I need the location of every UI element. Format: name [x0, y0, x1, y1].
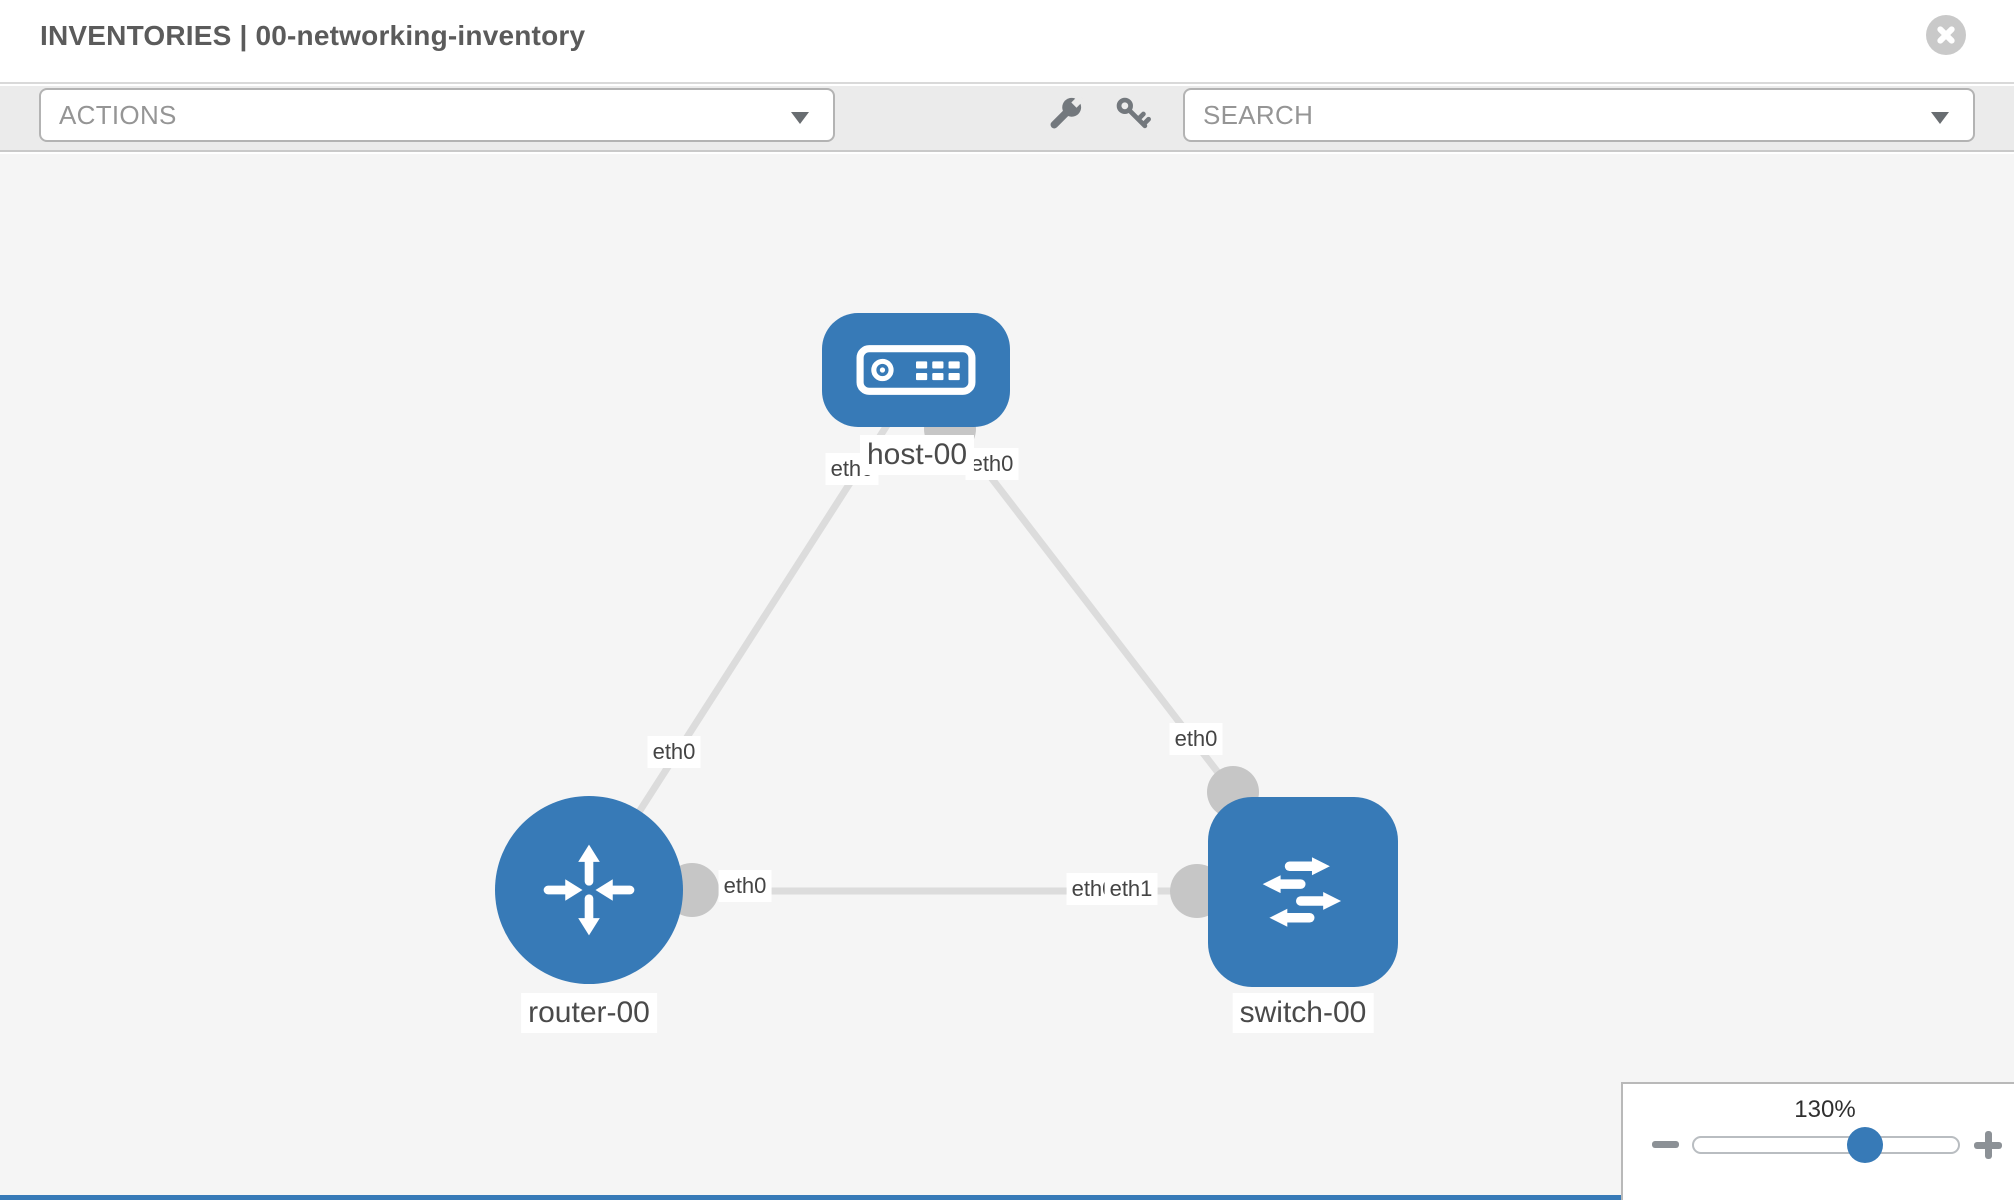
search-dropdown-label: SEARCH	[1203, 99, 1314, 130]
node-label-switch-00: switch-00	[1232, 993, 1374, 1033]
iface-label: eth0	[718, 870, 772, 902]
node-host-00[interactable]	[822, 313, 1010, 427]
actions-dropdown-label: ACTIONS	[59, 99, 177, 130]
search-dropdown[interactable]: SEARCH	[1183, 88, 1975, 142]
bottom-accent-bar	[0, 1195, 1621, 1200]
zoom-slider-thumb[interactable]	[1847, 1127, 1883, 1163]
toolbar: ACTIONS SEARCH	[0, 86, 2014, 152]
router-icon	[543, 844, 635, 936]
zoom-level-value: 130%	[1794, 1096, 1856, 1123]
topology-canvas[interactable]: eth0 eth0 eth0 eth0 eth0 eth0 eth1 host-…	[0, 154, 2014, 1200]
key-icon[interactable]	[1112, 93, 1154, 135]
topology-edges-layer	[586, 377, 1259, 918]
iface-label: eth0	[1169, 723, 1223, 755]
switch-icon	[1262, 857, 1342, 927]
node-label-host-00: host-00	[859, 435, 975, 475]
iface-label: eth1	[1104, 873, 1158, 905]
node-router-00[interactable]	[495, 796, 683, 984]
iface-label: eth0	[647, 736, 701, 768]
chevron-down-icon	[1931, 112, 1949, 124]
node-label-router-00: router-00	[521, 993, 657, 1033]
wrench-icon[interactable]	[1044, 93, 1086, 135]
zoom-control-panel: 130%	[1621, 1082, 2014, 1200]
toolbar-icons	[1044, 93, 1154, 135]
zoom-slider-track[interactable]	[1692, 1136, 1960, 1154]
zoom-in-icon[interactable]	[1974, 1131, 2002, 1159]
zoom-in-icon-bar	[1984, 1131, 1992, 1159]
host-icon	[856, 345, 976, 395]
zoom-out-icon[interactable]	[1652, 1141, 1679, 1148]
panel-header: INVENTORIES | 00-networking-inventory	[0, 0, 2014, 84]
actions-dropdown[interactable]: ACTIONS	[39, 88, 835, 142]
page-title: INVENTORIES | 00-networking-inventory	[40, 20, 586, 51]
chevron-down-icon	[791, 112, 809, 124]
iface-label: eth0	[965, 448, 1019, 480]
node-switch-00[interactable]	[1208, 797, 1398, 987]
close-icon[interactable]	[1926, 15, 1966, 55]
